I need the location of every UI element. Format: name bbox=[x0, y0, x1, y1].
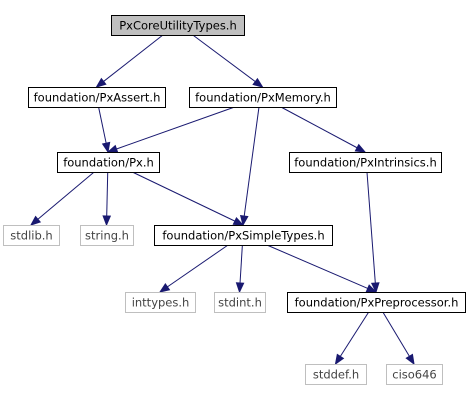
edge-memory-to-intrinsics bbox=[280, 106, 367, 153]
arrowhead-icon bbox=[95, 77, 107, 88]
node-ciso: ciso646 bbox=[386, 364, 443, 385]
arrowhead-icon bbox=[334, 353, 345, 366]
node-label: foundation/PxIntrinsics.h bbox=[294, 156, 437, 170]
edge-assert-to-px bbox=[98, 106, 111, 154]
node-label: foundation/PxAssert.h bbox=[34, 91, 161, 105]
edge-root-to-memory bbox=[192, 34, 264, 88]
node-box bbox=[305, 364, 367, 385]
edges-layer bbox=[29, 34, 415, 366]
arrowhead-icon bbox=[252, 77, 264, 88]
arrowhead-icon bbox=[239, 215, 249, 227]
node-preproc[interactable]: foundation/PxPreprocessor.h bbox=[287, 292, 466, 313]
node-stddef: stddef.h bbox=[305, 364, 367, 385]
node-intrinsics[interactable]: foundation/PxIntrinsics.h bbox=[289, 152, 442, 173]
arrowhead-icon bbox=[102, 215, 112, 227]
node-box bbox=[57, 152, 160, 173]
nodes-layer: PxCoreUtilityTypes.h foundation/PxAssert.… bbox=[3, 15, 466, 385]
edge-preproc-to-ciso bbox=[382, 311, 415, 366]
edge-memory-to-simple bbox=[239, 106, 260, 227]
edge-root-to-assert bbox=[95, 34, 164, 88]
edge-preproc-to-stddef bbox=[334, 311, 370, 366]
edge-simple-to-stdint bbox=[235, 244, 245, 294]
edge-simple-to-inttypes bbox=[158, 244, 229, 293]
node-label: stdint.h bbox=[218, 296, 262, 310]
edge-px-to-string bbox=[102, 171, 112, 227]
edge-line bbox=[37, 171, 95, 220]
node-assert[interactable]: foundation/PxAssert.h bbox=[28, 87, 166, 108]
node-stdlib: stdlib.h bbox=[3, 225, 60, 246]
edge-line bbox=[266, 244, 368, 289]
node-label: string.h bbox=[85, 229, 129, 243]
edge-line bbox=[280, 106, 358, 149]
arrowhead-icon bbox=[158, 283, 171, 293]
edge-intrinsics-to-preproc bbox=[366, 171, 380, 294]
node-label: foundation/Px.h bbox=[63, 156, 154, 170]
node-stdint: stdint.h bbox=[214, 292, 266, 313]
edge-simple-to-preproc bbox=[266, 244, 378, 293]
edge-line bbox=[366, 171, 376, 284]
node-box bbox=[28, 87, 166, 108]
node-box bbox=[3, 225, 60, 246]
arrowhead-icon bbox=[235, 282, 245, 294]
node-box bbox=[386, 364, 443, 385]
node-inttypes: inttypes.h bbox=[125, 292, 196, 313]
edge-line bbox=[106, 171, 109, 217]
node-memory[interactable]: foundation/PxMemory.h bbox=[189, 87, 337, 108]
edge-px-to-simple bbox=[132, 171, 245, 226]
edge-line bbox=[132, 171, 236, 222]
node-box bbox=[289, 152, 442, 173]
node-label: stddef.h bbox=[313, 368, 359, 382]
node-label: inttypes.h bbox=[132, 296, 190, 310]
node-string: string.h bbox=[80, 225, 134, 246]
node-box bbox=[189, 87, 337, 108]
arrowhead-icon bbox=[354, 143, 367, 153]
node-box bbox=[80, 225, 134, 246]
node-px[interactable]: foundation/Px.h bbox=[57, 152, 160, 173]
arrowhead-icon bbox=[29, 215, 42, 226]
edge-line bbox=[192, 34, 256, 83]
edge-line bbox=[243, 106, 260, 217]
node-simple[interactable]: foundation/PxSimpleTypes.h bbox=[154, 225, 333, 246]
node-box bbox=[125, 292, 196, 313]
node-box bbox=[214, 292, 266, 313]
edge-line bbox=[116, 106, 235, 150]
arrowhead-icon bbox=[232, 216, 245, 226]
edge-memory-to-px bbox=[106, 106, 235, 153]
arrowhead-icon bbox=[101, 141, 111, 154]
edge-px-to-stdlib bbox=[29, 171, 95, 226]
edge-line bbox=[339, 311, 370, 357]
node-box bbox=[111, 15, 245, 36]
arrowhead-icon bbox=[365, 284, 378, 293]
arrowhead-icon bbox=[405, 353, 415, 366]
node-root[interactable]: PxCoreUtilityTypes.h bbox=[111, 15, 245, 36]
edge-line bbox=[98, 106, 107, 144]
node-box bbox=[287, 292, 466, 313]
node-label: stdlib.h bbox=[10, 229, 52, 243]
node-label: foundation/PxSimpleTypes.h bbox=[162, 229, 324, 243]
node-box bbox=[154, 225, 333, 246]
arrowhead-icon bbox=[370, 282, 380, 294]
edge-line bbox=[239, 244, 243, 284]
node-label: foundation/PxMemory.h bbox=[195, 91, 331, 105]
edge-line bbox=[167, 244, 229, 288]
node-label: ciso646 bbox=[392, 368, 437, 382]
edge-line bbox=[382, 311, 410, 357]
node-label: foundation/PxPreprocessor.h bbox=[295, 296, 459, 310]
edge-line bbox=[103, 34, 164, 82]
node-label: PxCoreUtilityTypes.h bbox=[119, 19, 237, 33]
